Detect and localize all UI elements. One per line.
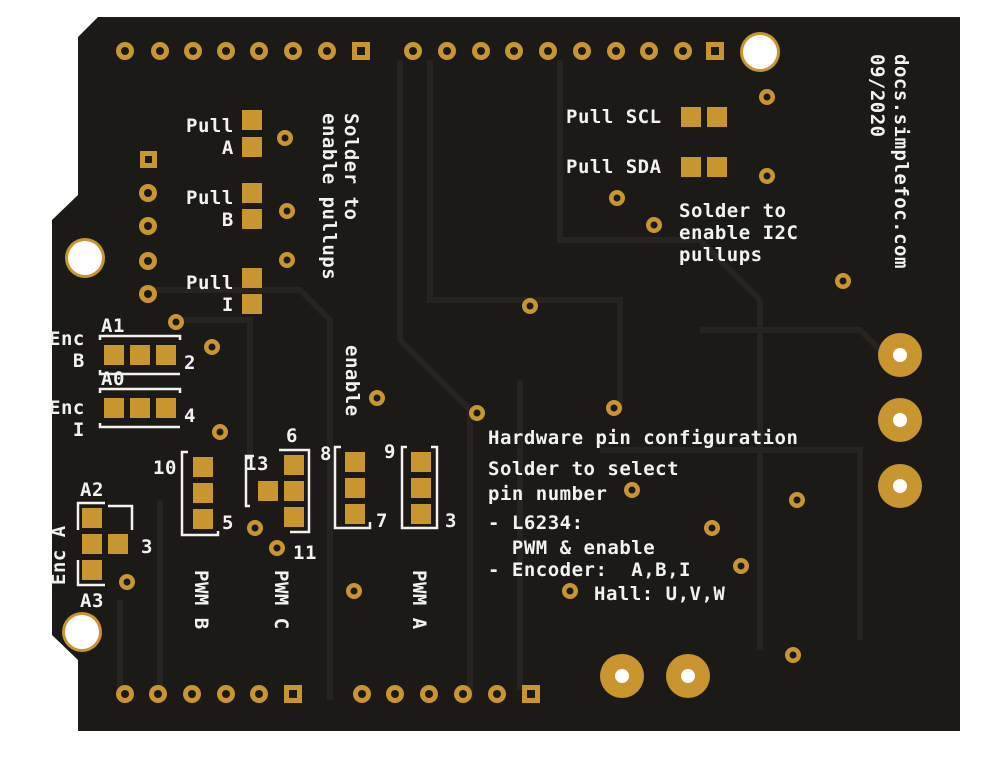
pin-10-label: 10 — [153, 457, 177, 479]
enable-label: enable — [341, 345, 363, 417]
date-label: 09/2020 — [866, 54, 888, 138]
hw-select-note: Solder to select pin number — [488, 458, 680, 505]
pin-6-label: 6 — [286, 425, 298, 447]
pin-9-label: 9 — [384, 441, 396, 463]
pin-2-label: 2 — [184, 352, 196, 374]
solder-jumpers — [82, 107, 727, 580]
hw-encoder-note: - Encoder: A,B,I — [488, 559, 691, 581]
pull-i-label: Pull I — [186, 272, 234, 316]
hw-config-title: Hardware pin configuration — [488, 427, 799, 449]
silk-brackets — [76, 334, 439, 587]
power-terminals — [600, 654, 710, 698]
pwm-b-label: PWM B — [190, 570, 212, 630]
hw-l6234-note: - L6234: PWM & enable — [488, 512, 656, 559]
a0-label: A0 — [101, 368, 125, 390]
pull-a-label: Pull A — [186, 115, 234, 159]
motor-terminals — [878, 333, 922, 508]
pull-sda-label: Pull SDA — [566, 156, 662, 178]
a1-label: A1 — [101, 315, 125, 337]
a3-label: A3 — [80, 590, 104, 612]
pin-3-enc-label: 3 — [141, 536, 153, 558]
pin-13-label: 13 — [245, 453, 269, 475]
a2-label: A2 — [80, 479, 104, 501]
pin-3-pwm-label: 3 — [445, 510, 457, 532]
enc-b-label: Enc B — [49, 328, 85, 372]
enc-a-label: Enc A — [48, 525, 70, 585]
mounting-holes — [62, 32, 780, 652]
i2c-note: Solder to enable I2C pullups — [679, 200, 799, 266]
pin-4-label: 4 — [184, 405, 196, 427]
hw-hall-note: Hall: U,V,W — [594, 583, 726, 605]
enc-i-label: Enc I — [49, 397, 85, 441]
pwm-a-label: PWM A — [408, 570, 430, 630]
website-label: docs.simplefoc.com — [890, 54, 912, 269]
pin-11-label: 11 — [293, 542, 317, 564]
pull-scl-label: Pull SCL — [566, 106, 662, 128]
pin-5-label: 5 — [222, 512, 234, 534]
pullups-note: Solder to enable pullups — [318, 113, 362, 281]
pwm-c-label: PWM C — [270, 570, 292, 630]
pull-b-label: Pull B — [186, 187, 234, 231]
pin-8-label: 8 — [320, 443, 332, 465]
pin-7-label: 7 — [376, 510, 388, 532]
